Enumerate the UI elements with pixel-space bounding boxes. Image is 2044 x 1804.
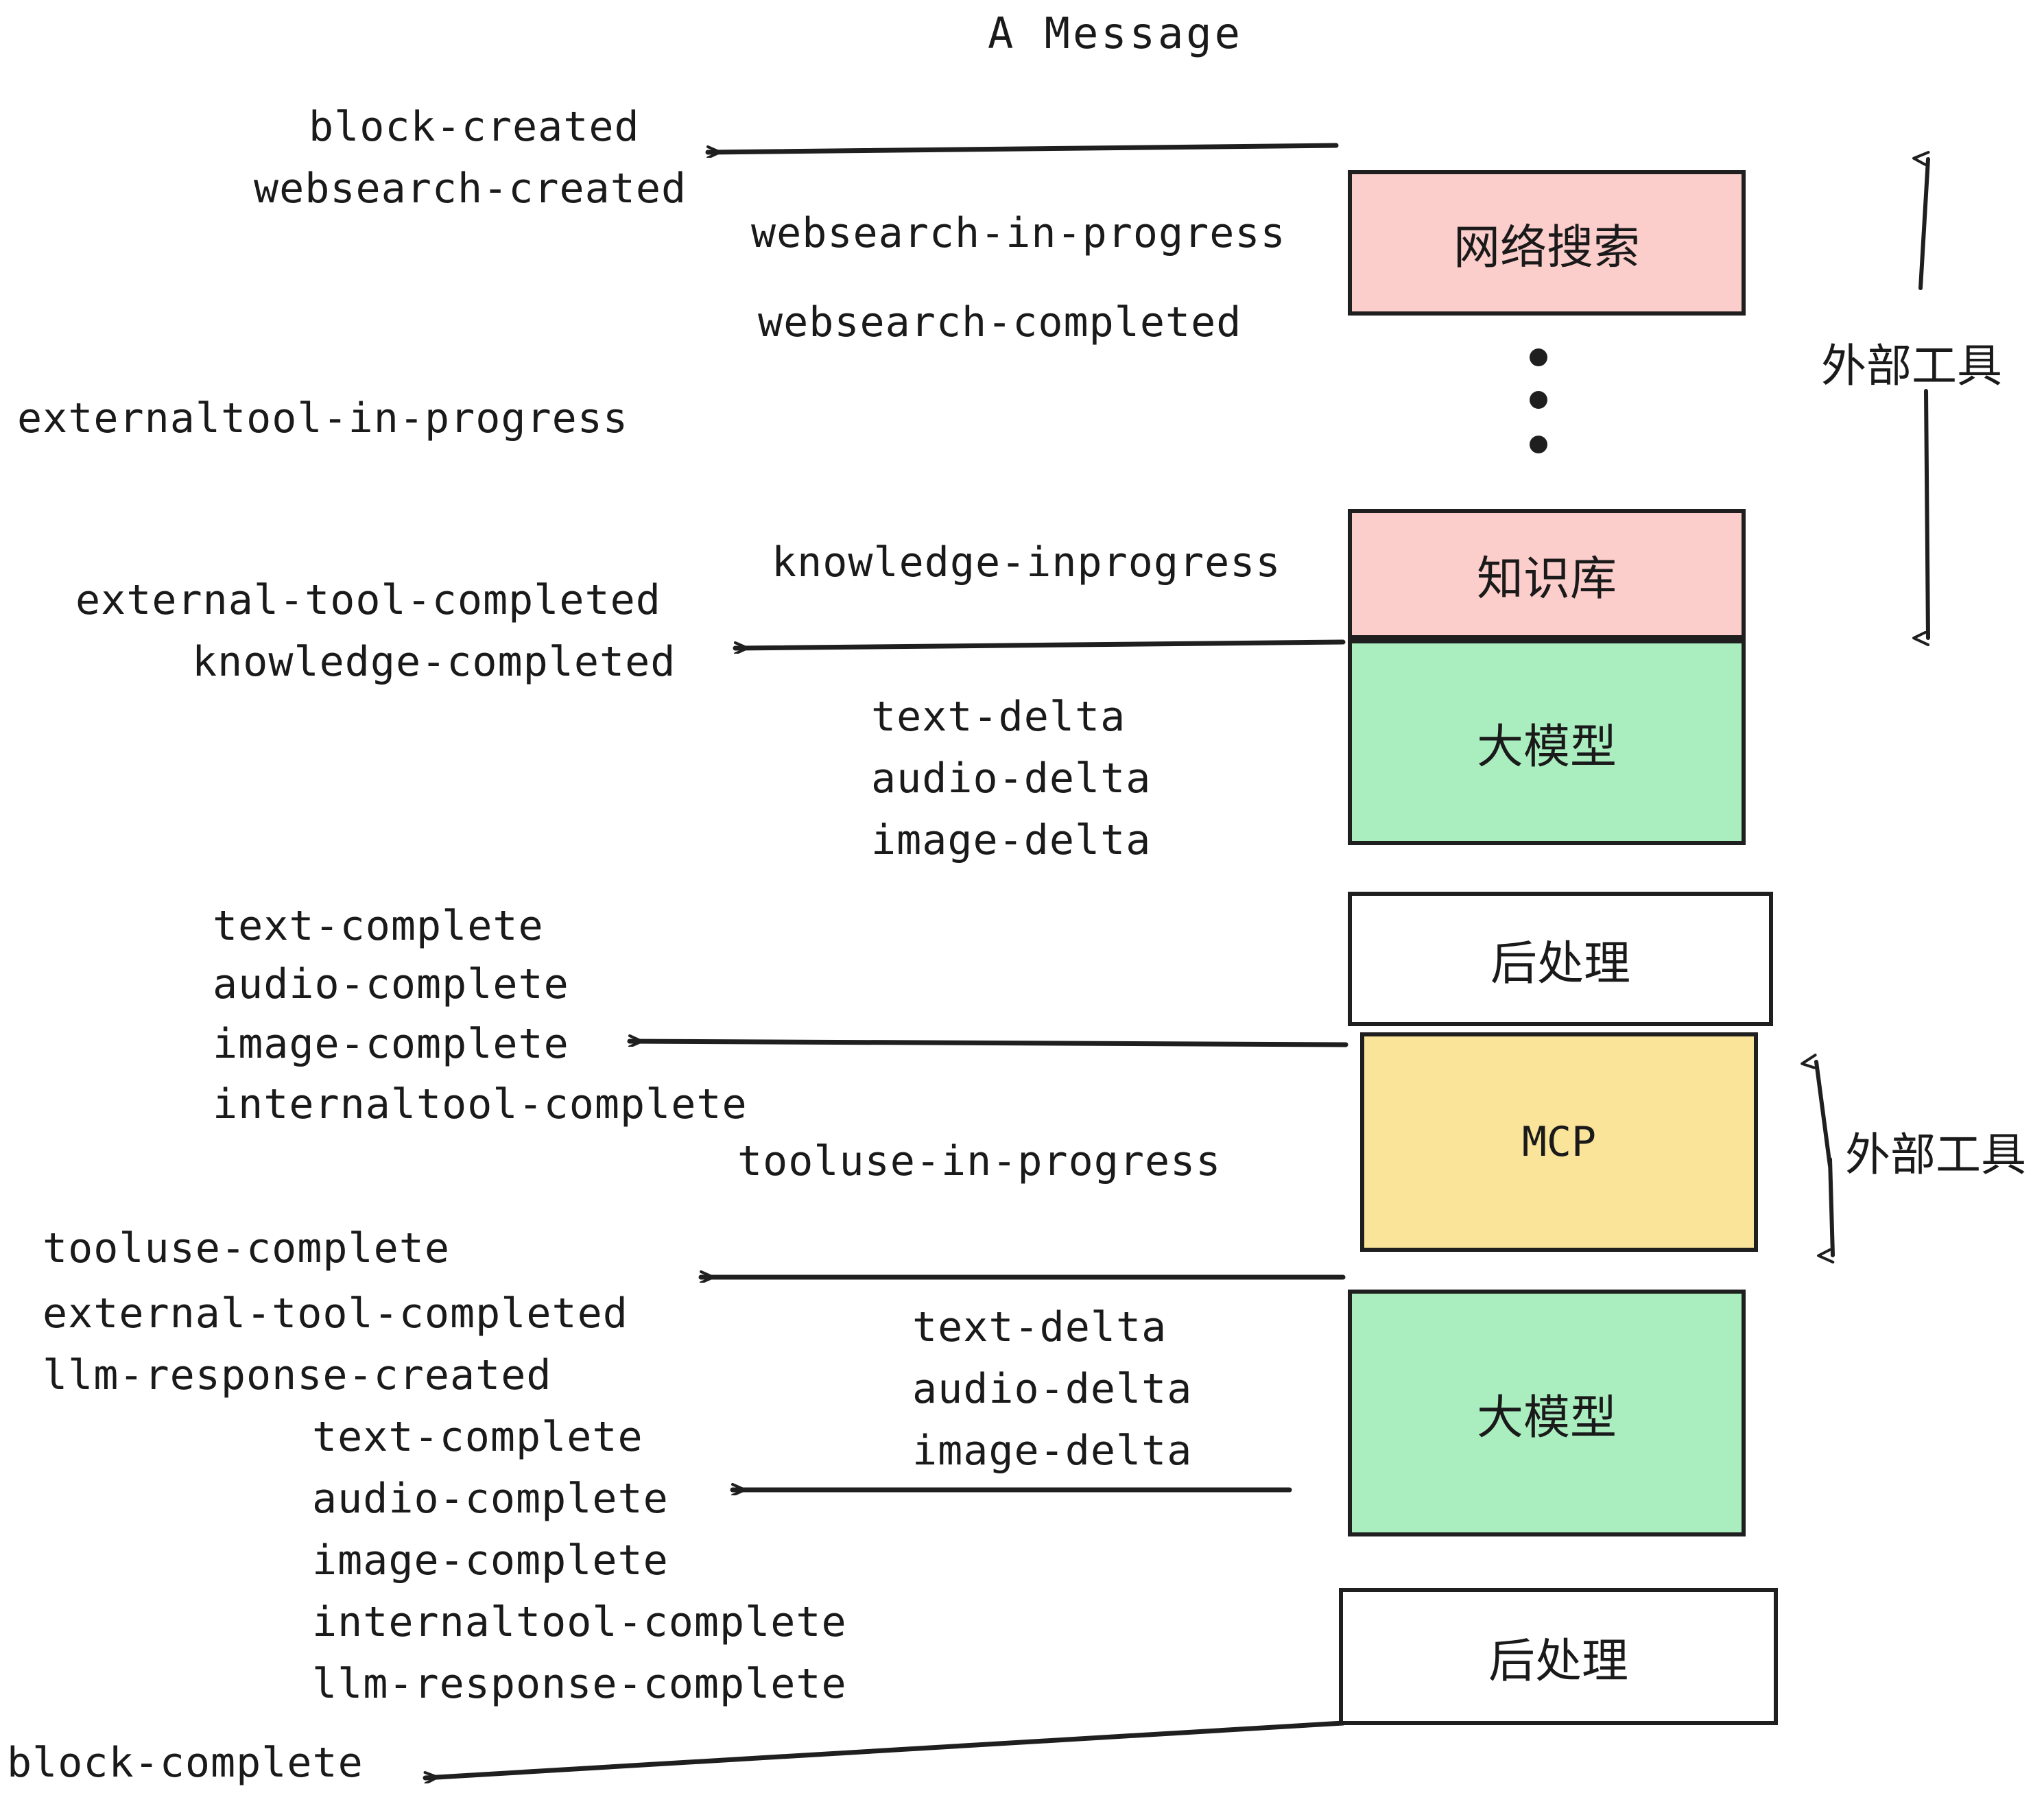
event-label-audio-complete-2: audio-complete [312,1475,669,1523]
event-label-text-delta-1: text-delta [871,693,1126,741]
event-label-websearch-created: websearch-created [254,165,687,213]
stage-box-label: 后处理 [1490,936,1630,991]
event-label-externaltool-in-progress: externaltool-in-progress [17,394,628,442]
external-tools-up-arrow-bottom [1816,1062,1832,1168]
event-label-text-delta-2: text-delta [912,1303,1167,1351]
event-label-text-complete-2: text-complete [312,1413,643,1461]
event-label-image-delta-1: image-delta [871,816,1152,864]
arrow-block-created [705,143,1339,152]
stage-box-postprocess-bottom: 后处理 [1339,1588,1778,1725]
side-label-external-tools-top: 外部工具 [1821,340,2002,392]
event-label-llm-response-complete: llm-response-complete [312,1660,847,1708]
arrow-block-complete [423,1720,1346,1778]
external-tools-up-arrow-top [1921,159,1930,290]
ellipsis-dot-3 [1530,436,1547,453]
stage-box-postprocess-top: 后处理 [1348,892,1773,1026]
external-tools-down-arrow-top [1926,389,1930,638]
event-label-image-delta-2: image-delta [912,1427,1193,1475]
event-label-block-created: block-created [309,103,640,151]
event-label-internaltool-complete-1: internaltool-complete [213,1080,748,1128]
event-label-websearch-completed: websearch-completed [758,298,1242,346]
ellipsis-dot-1 [1530,348,1547,366]
arrow-image-complete [627,1041,1348,1047]
event-label-knowledge-inprogress: knowledge-inprogress [772,538,1281,586]
event-label-internaltool-complete-2: internaltool-complete [312,1598,847,1646]
stage-box-llm-top: 大模型 [1348,639,1746,845]
event-label-block-complete: block-complete [7,1739,364,1787]
event-label-audio-delta-1: audio-delta [871,755,1152,803]
stage-box-label: 知识库 [1476,551,1617,606]
event-label-text-complete-1: text-complete [213,902,544,950]
event-label-tooluse-in-progress: tooluse-in-progress [737,1137,1222,1185]
stage-box-websearch: 网络搜索 [1348,170,1746,316]
stage-box-label: 大模型 [1476,720,1617,774]
stage-box-llm-bottom: 大模型 [1348,1290,1746,1536]
external-tools-down-arrow-bottom [1830,1157,1835,1255]
event-label-tooluse-complete: tooluse-complete [43,1224,450,1272]
side-label-external-tools-bottom: 外部工具 [1845,1128,2026,1181]
ellipsis-dot-2 [1530,391,1547,409]
event-label-external-tool-completed-2: external-tool-completed [43,1290,628,1338]
stage-box-mcp: MCP [1360,1032,1758,1252]
event-label-knowledge-completed: knowledge-completed [192,638,676,686]
stage-box-label: 后处理 [1488,1634,1628,1689]
event-label-audio-complete-1: audio-complete [213,960,569,1008]
event-label-image-complete-2: image-complete [312,1536,669,1585]
stage-box-label: MCP [1521,1118,1597,1166]
event-label-audio-delta-2: audio-delta [912,1365,1193,1413]
event-label-image-complete-1: image-complete [213,1020,569,1068]
event-label-websearch-in-progress: websearch-in-progress [751,209,1286,257]
event-label-external-tool-completed-1: external-tool-completed [75,576,661,624]
event-label-llm-response-created: llm-response-created [43,1351,552,1399]
stage-box-label: 网络搜索 [1453,220,1640,275]
page-title: A Message [988,8,1243,58]
stage-box-label: 大模型 [1476,1390,1617,1445]
stage-box-knowledge: 知识库 [1348,509,1746,639]
arrow-knowledge-completed [733,639,1346,648]
